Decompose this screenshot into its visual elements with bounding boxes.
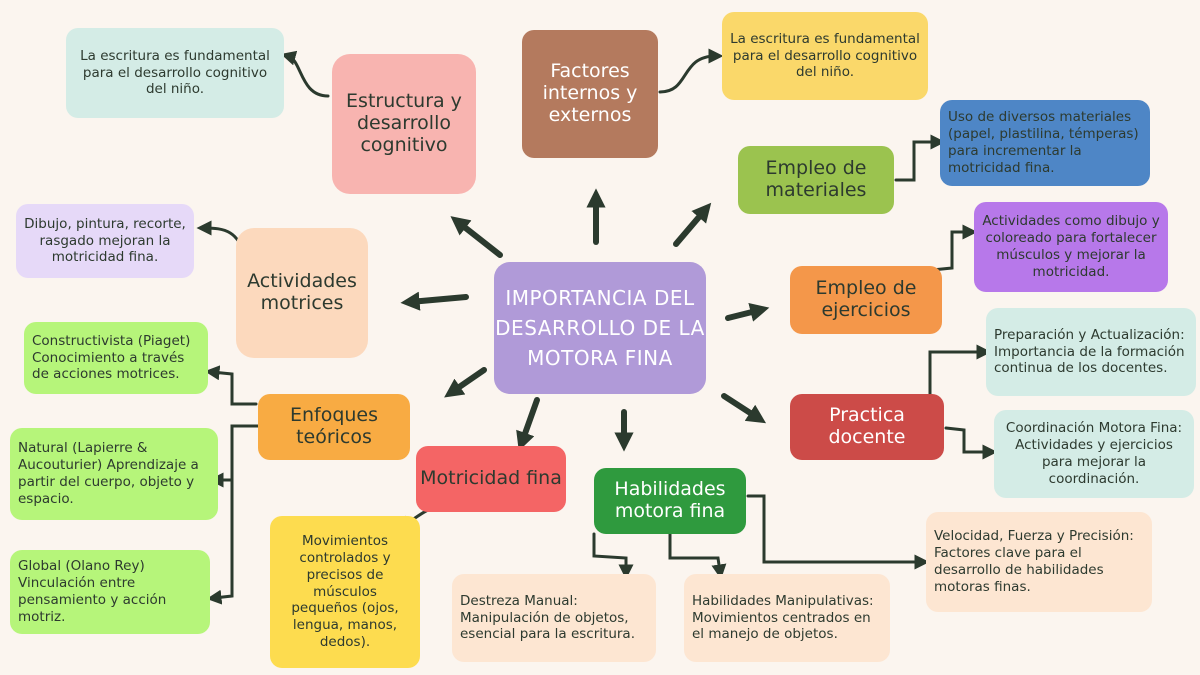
note-practica-preparacion: Preparación y Actualización: Importancia… — [986, 308, 1196, 396]
note-movimientos: Movimientos controlados y precisos de mú… — [270, 516, 420, 668]
note-practica-preparacion-text: Preparación y Actualización: Importancia… — [994, 326, 1185, 377]
link-habilidades-manipulativas — [668, 532, 727, 580]
topic-materiales-label: Empleo de materiales — [765, 157, 867, 201]
topic-ejercicios: Empleo de ejercicios — [790, 266, 942, 334]
link-practica-note1 — [928, 344, 992, 397]
link-materiales-note — [894, 134, 946, 182]
link-enfoques-constructivista — [204, 365, 258, 406]
note-destreza-text: Destreza Manual: Manipulación de objetos… — [460, 592, 635, 643]
topic-motricidad: Motricidad fina — [416, 446, 566, 512]
arrow-to-motricidad — [516, 397, 540, 452]
note-factores-text: La escritura es fundamental para el desa… — [730, 30, 920, 81]
note-movimientos-text: Movimientos controlados y precisos de mú… — [291, 532, 399, 651]
topic-estructura-label: Estructura y desarrollo cognitivo — [346, 90, 462, 156]
topic-enfoques-label: Enfoques teóricos — [289, 404, 379, 448]
arrow-to-ejercicios — [725, 303, 770, 322]
note-constructivista: Constructivista (Piaget) Conocimiento a … — [24, 322, 208, 394]
topic-habilidades-label: Habilidades motora fina — [614, 478, 726, 522]
central-topic-label: IMPORTANCIA DEL DESARROLLO DE LA MOTORA … — [495, 286, 705, 370]
arrow-to-enfoques — [444, 367, 487, 398]
note-practica-coordinacion: Coordinación Motora Fina: Actividades y … — [994, 410, 1194, 498]
arrow-to-practica — [721, 393, 767, 424]
topic-actividades-label: Actividades motrices — [247, 270, 357, 314]
note-factores: La escritura es fundamental para el desa… — [722, 12, 928, 100]
note-estructura: La escritura es fundamental para el desa… — [66, 28, 284, 118]
arrow-to-actividades — [400, 291, 469, 311]
note-manipulativas: Habilidades Manipulativas: Movimientos c… — [684, 574, 890, 662]
topic-estructura: Estructura y desarrollo cognitivo — [332, 54, 476, 194]
link-enfoques-global — [206, 424, 234, 605]
link-enfoques-natural — [208, 424, 260, 488]
central-topic: IMPORTANCIA DEL DESARROLLO DE LA MOTORA … — [494, 262, 706, 394]
topic-enfoques: Enfoques teóricos — [258, 394, 410, 460]
note-materiales: Uso de diversos materiales (papel, plast… — [940, 100, 1150, 186]
topic-practica-label: Practica docente — [828, 404, 906, 448]
link-estructura-note — [280, 50, 330, 98]
topic-motricidad-label: Motricidad fina — [420, 467, 562, 490]
topic-factores: Factores internos y externos — [522, 30, 658, 158]
note-actividades: Dibujo, pintura, recorte, rasgado mejora… — [16, 204, 194, 278]
note-natural: Natural (Lapierre & Aucouturier) Aprendi… — [10, 428, 218, 520]
note-materiales-text: Uso de diversos materiales (papel, plast… — [948, 109, 1139, 176]
note-actividades-text: Dibujo, pintura, recorte, rasgado mejora… — [24, 215, 186, 266]
note-ejercicios: Actividades como dibujo y coloreado para… — [974, 202, 1168, 292]
note-practica-coordinacion-text: Coordinación Motora Fina: Actividades y … — [1005, 420, 1183, 487]
link-habilidades-destreza — [592, 532, 634, 580]
note-constructivista-text: Constructivista (Piaget) Conocimiento a … — [32, 332, 191, 383]
note-global-text: Global (Olano Rey) Vinculación entre pen… — [18, 558, 167, 625]
note-velocidad: Velocidad, Fuerza y Precisión: Factores … — [926, 512, 1152, 612]
topic-factores-label: Factores internos y externos — [542, 60, 638, 126]
link-habilidades-velocidad — [746, 494, 930, 570]
note-natural-text: Natural (Lapierre & Aucouturier) Aprendi… — [18, 440, 199, 507]
topic-habilidades: Habilidades motora fina — [594, 468, 746, 534]
arrow-to-materiales — [673, 202, 712, 247]
arrow-to-estructura — [450, 216, 503, 258]
link-factores-note — [658, 48, 724, 94]
note-destreza: Destreza Manual: Manipulación de objetos… — [452, 574, 656, 662]
topic-ejercicios-label: Empleo de ejercicios — [815, 277, 917, 321]
topic-practica: Practica docente — [790, 394, 944, 460]
note-global: Global (Olano Rey) Vinculación entre pen… — [10, 550, 210, 634]
note-velocidad-text: Velocidad, Fuerza y Precisión: Factores … — [934, 528, 1134, 595]
note-manipulativas-text: Habilidades Manipulativas: Movimientos c… — [692, 592, 874, 643]
note-ejercicios-text: Actividades como dibujo y coloreado para… — [982, 213, 1160, 280]
topic-actividades: Actividades motrices — [236, 228, 368, 358]
topic-materiales: Empleo de materiales — [738, 146, 894, 214]
note-estructura-text: La escritura es fundamental para el desa… — [80, 47, 270, 98]
link-ejercicios-note — [930, 224, 978, 272]
link-practica-note2 — [944, 426, 998, 460]
